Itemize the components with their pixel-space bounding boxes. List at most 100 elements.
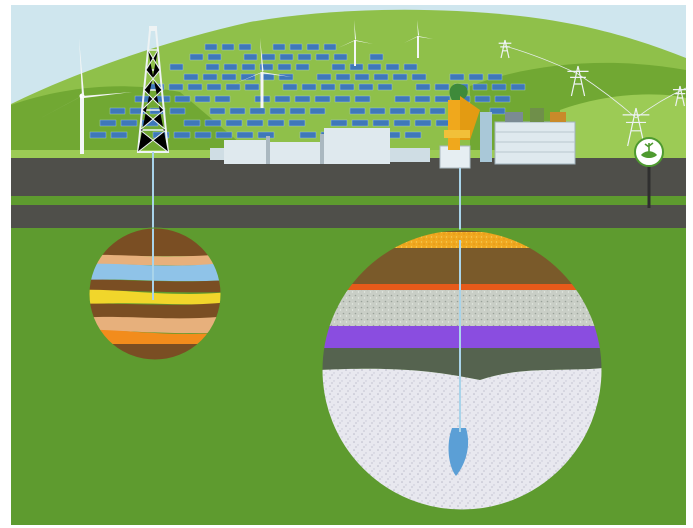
solar-panel-icon	[173, 131, 191, 139]
solar-panel-icon	[369, 53, 384, 61]
road	[11, 158, 686, 198]
solar-panel-icon	[209, 107, 226, 115]
geothermal-plant-icon	[439, 83, 576, 169]
solar-panel-icon	[149, 107, 166, 115]
wind-turbine-icon	[338, 20, 373, 66]
solar-panel-icon	[202, 73, 218, 81]
solar-panel-icon	[369, 107, 386, 115]
solar-panel-icon	[372, 119, 390, 127]
solar-panel-icon	[259, 73, 275, 81]
power-pylon-icon	[622, 107, 650, 147]
solar-panel-icon	[214, 95, 231, 103]
solar-panel-icon	[183, 119, 201, 127]
solar-panel-icon	[215, 131, 233, 139]
solar-panel-icon	[411, 73, 427, 81]
solar-panel-icon	[415, 83, 431, 91]
solar-panel-icon	[225, 83, 241, 91]
solar-panel-icon	[373, 73, 389, 81]
solar-panel-icon	[269, 107, 286, 115]
solar-panel-icon	[309, 107, 326, 115]
solar-panel-icon	[331, 63, 346, 71]
solar-panel-icon	[330, 119, 348, 127]
solar-panel-icon	[349, 63, 364, 71]
solar-panel-icon	[169, 107, 186, 115]
solar-panel-icon	[282, 83, 298, 91]
solar-panel-icon	[261, 53, 276, 61]
solar-panel-icon	[206, 83, 222, 91]
solar-panel-icon	[489, 107, 506, 115]
power-pylon-icon	[567, 65, 589, 97]
power-lines	[504, 45, 687, 119]
solar-panel-icon	[393, 119, 411, 127]
leaf-sign-icon	[634, 137, 664, 208]
solar-panel-icon	[389, 107, 406, 115]
power-pylons	[498, 39, 688, 147]
power-pylon-icon	[498, 39, 512, 59]
solar-panel-icon	[169, 63, 184, 71]
solar-panel-icon	[306, 43, 320, 51]
solar-panel-icon	[295, 63, 310, 71]
solar-panel-icon	[409, 107, 426, 115]
solar-panel-icon	[238, 43, 252, 51]
solar-panel-icon	[204, 43, 218, 51]
solar-panel-icon	[187, 83, 203, 91]
solar-panel-icon	[89, 131, 107, 139]
solar-panel-icon	[194, 131, 212, 139]
solar-panel-icon	[229, 107, 246, 115]
solar-panel-icon	[334, 95, 351, 103]
solar-panel-icon	[204, 119, 222, 127]
right-section-outline	[321, 229, 603, 511]
solar-panel-icon	[403, 63, 418, 71]
wind-turbine-icon	[37, 38, 132, 154]
solar-panel-icon	[351, 119, 369, 127]
solar-panel-icon	[246, 119, 264, 127]
solar-panel-icon	[272, 43, 286, 51]
solar-panel-icon	[487, 73, 503, 81]
solar-panel-icon	[339, 83, 355, 91]
solar-panel-icon	[333, 53, 348, 61]
solar-panel-icon	[274, 95, 291, 103]
solar-panel-icon	[434, 95, 451, 103]
solar-panel-icon	[99, 119, 117, 127]
solar-panel-icon	[315, 53, 330, 61]
solar-panel-icon	[189, 53, 204, 61]
solar-panel-icon	[279, 53, 294, 61]
solar-panel-icon	[120, 119, 138, 127]
power-plant-buildings	[210, 128, 430, 164]
solar-panel-icon	[367, 63, 382, 71]
solar-panel-icon	[494, 95, 511, 103]
solar-panel-icon	[429, 107, 446, 115]
solar-panel-icon	[207, 53, 222, 61]
solar-panel-icon	[243, 53, 258, 61]
solar-panel-icon	[267, 119, 285, 127]
solar-panel-icon	[314, 95, 331, 103]
solar-panel-icon	[301, 83, 317, 91]
drilling-rig-icon	[136, 26, 170, 153]
solar-panel-icon	[468, 73, 484, 81]
road-verge	[11, 196, 686, 206]
solar-panel-icon	[183, 73, 199, 81]
lower-road	[11, 205, 686, 229]
solar-panel-icon	[491, 83, 507, 91]
solar-panel-icon	[316, 73, 332, 81]
solar-panel-icon	[289, 43, 303, 51]
solar-panel-icon	[377, 83, 393, 91]
left-rock-layers	[89, 228, 221, 360]
solar-panel-icon	[223, 63, 238, 71]
solar-panel-icon	[299, 131, 317, 139]
solar-panel-icon	[259, 63, 274, 71]
power-pylon-icon	[672, 85, 688, 107]
solar-panel-icon	[205, 63, 220, 71]
solar-panel-icon	[449, 73, 465, 81]
solar-panel-icon	[221, 73, 237, 81]
solar-field	[89, 43, 526, 139]
solar-panel-icon	[168, 83, 184, 91]
solar-panel-icon	[414, 119, 432, 127]
solar-panel-icon	[320, 83, 336, 91]
solar-panel-icon	[323, 43, 337, 51]
left-section-outline	[88, 227, 222, 361]
solar-panel-icon	[225, 119, 243, 127]
solar-panel-icon	[414, 95, 431, 103]
solar-panel-icon	[354, 95, 371, 103]
solar-panel-icon	[110, 131, 128, 139]
